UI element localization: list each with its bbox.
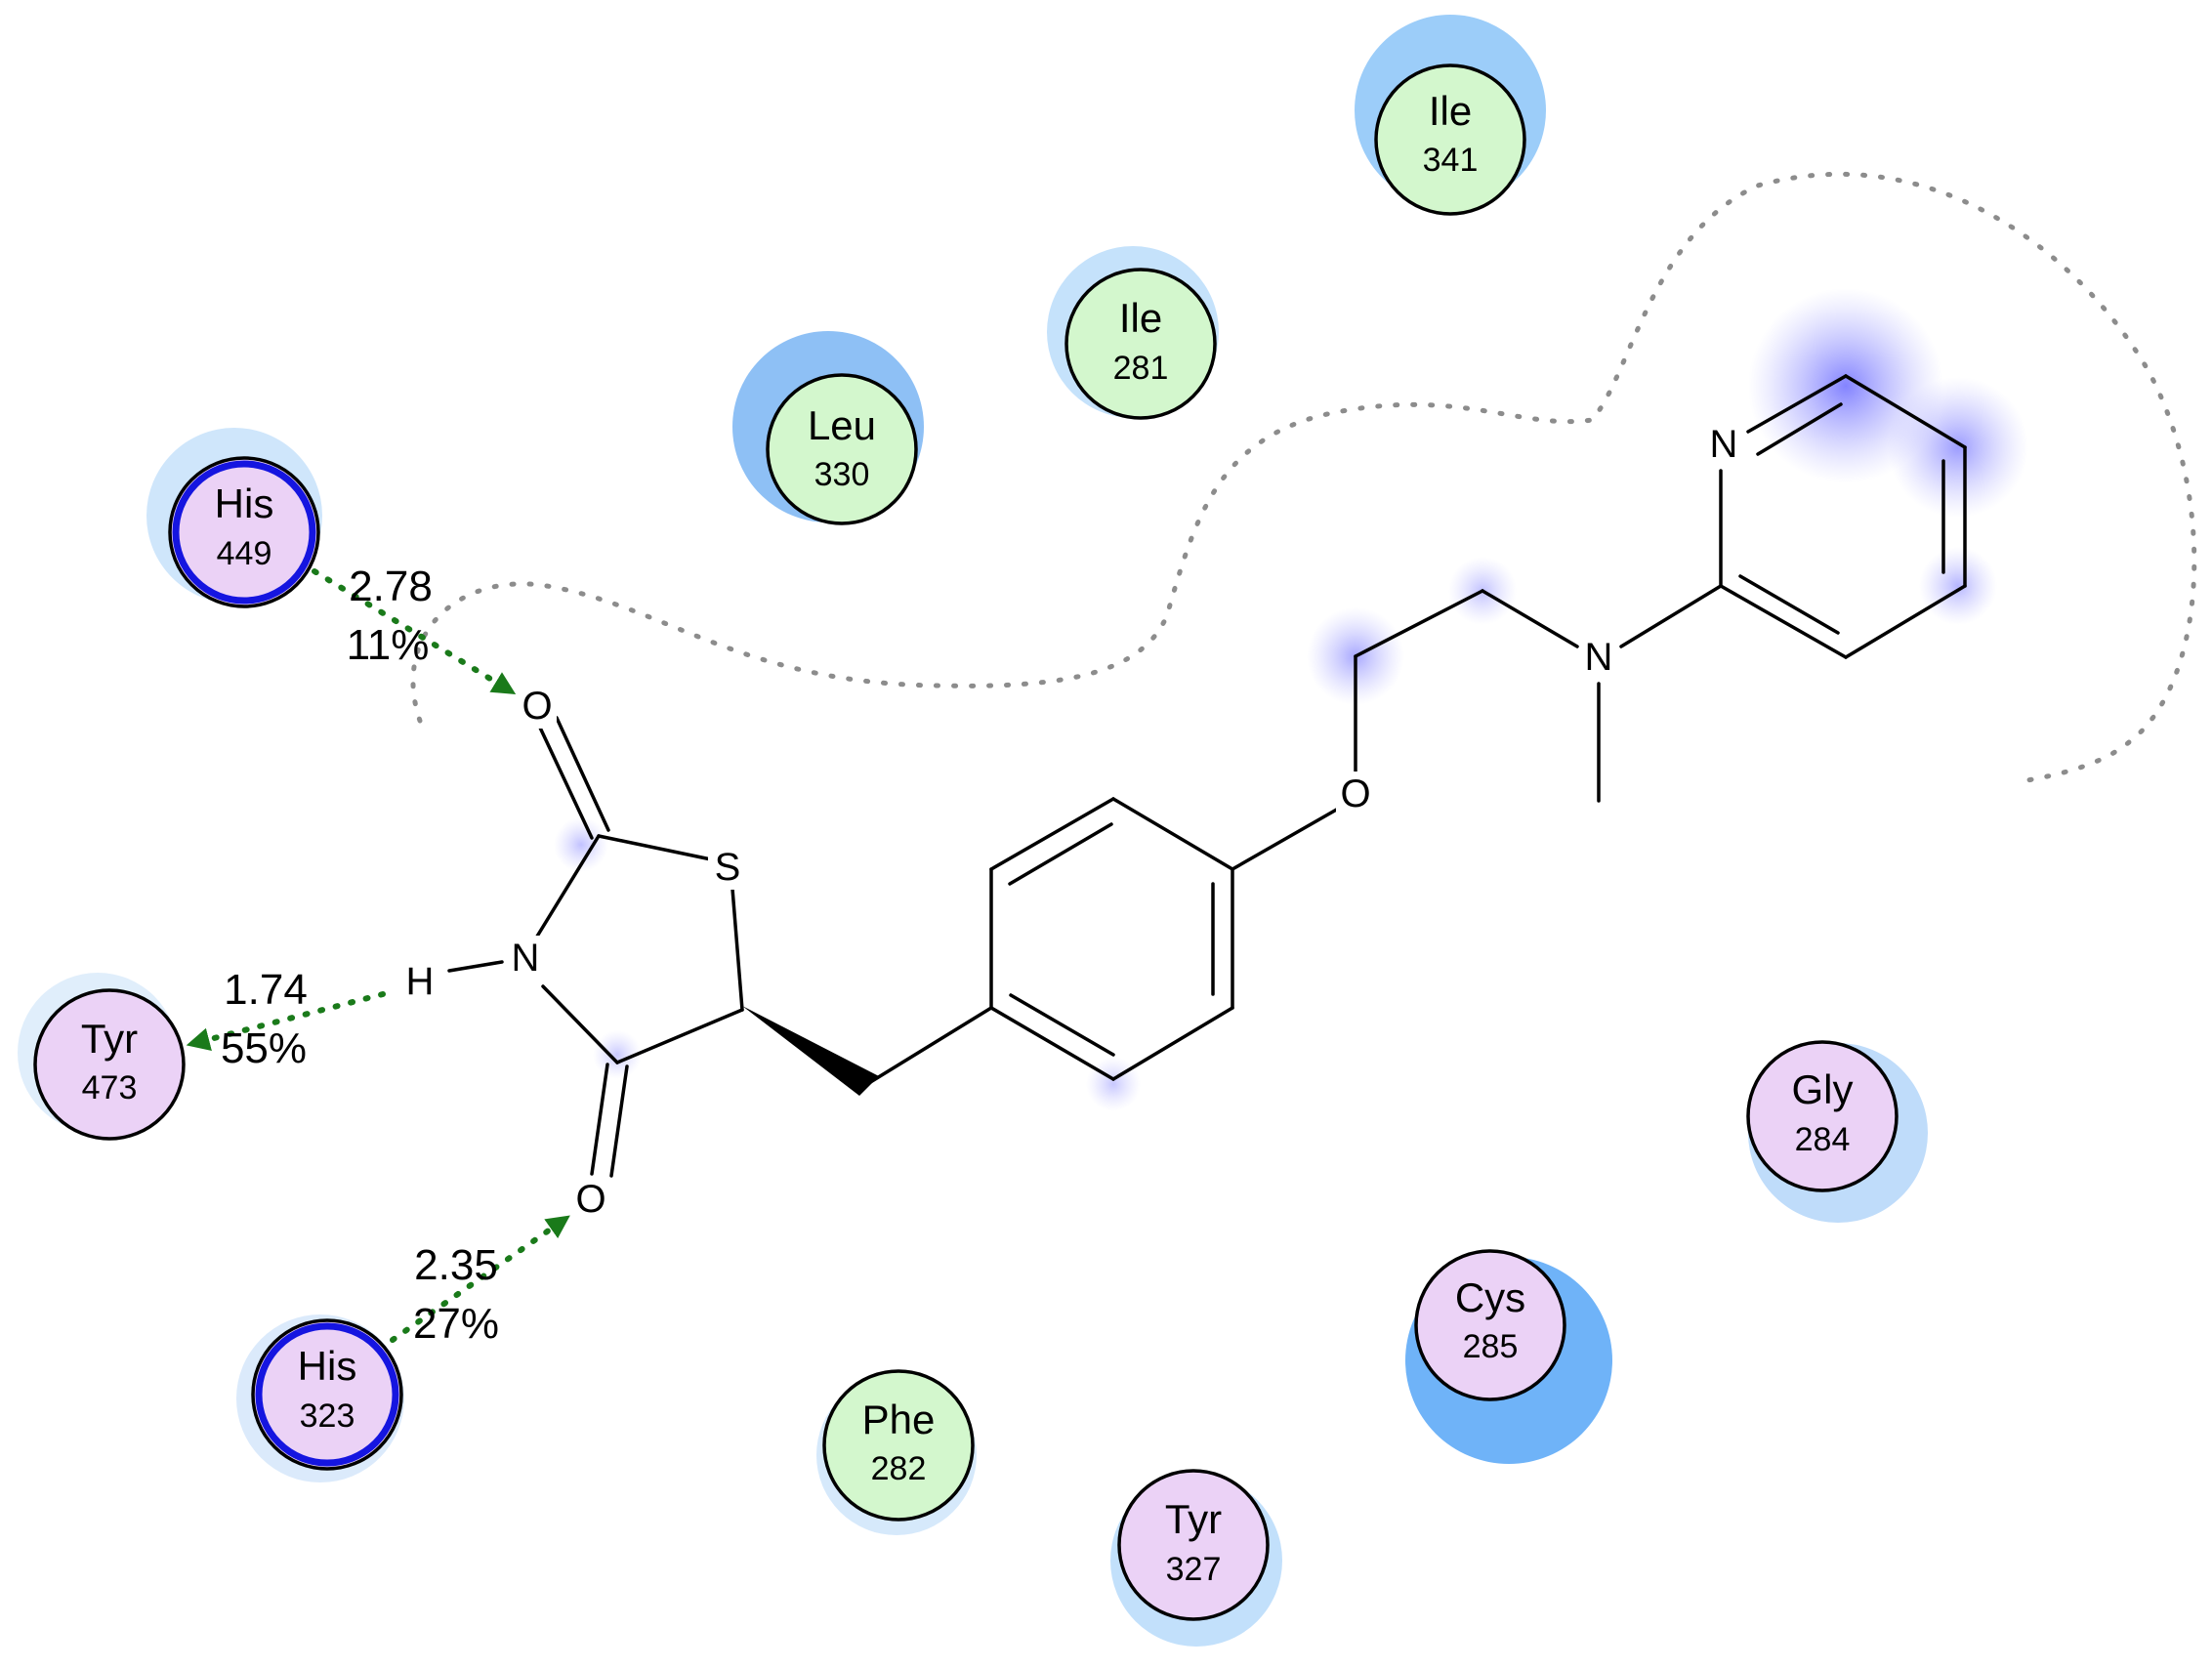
residue-name: Leu bbox=[808, 402, 876, 448]
residue-tyr327: Tyr 327 bbox=[1110, 1469, 1282, 1647]
stereo-wedge-bond bbox=[742, 1006, 879, 1096]
residue-name: Tyr bbox=[81, 1016, 138, 1062]
atom-o-ether: O bbox=[1340, 772, 1370, 815]
residue-his449: His 449 bbox=[146, 428, 322, 608]
residue-number: 285 bbox=[1463, 1328, 1519, 1365]
residue-number: 327 bbox=[1166, 1551, 1222, 1588]
residue-name: Ile bbox=[1119, 295, 1162, 341]
atom-o-carbonyl-1: O bbox=[522, 685, 552, 728]
atom-o-carbonyl-2: O bbox=[575, 1178, 605, 1221]
hbond-occupancy-tyr473: 55% bbox=[221, 1024, 307, 1072]
residue-number: 473 bbox=[82, 1069, 138, 1106]
residue-number: 281 bbox=[1113, 350, 1169, 387]
residue-ile341: Ile 341 bbox=[1355, 15, 1546, 216]
residue-name: His bbox=[215, 480, 274, 526]
residue-name: Gly bbox=[1792, 1066, 1854, 1112]
hbond-occupancy-his449: 11% bbox=[347, 621, 430, 669]
residue-tyr473: Tyr 473 bbox=[18, 973, 186, 1141]
residue-name: Tyr bbox=[1165, 1496, 1222, 1542]
hbond-line-tyr473 bbox=[186, 991, 386, 1051]
residue-number: 341 bbox=[1423, 142, 1479, 179]
residue-phe282: Phe 282 bbox=[816, 1369, 977, 1535]
residue-name: Phe bbox=[862, 1397, 936, 1442]
binding-pocket-outline bbox=[410, 171, 2197, 784]
residue-gly284: Gly 284 bbox=[1746, 1040, 1928, 1223]
residue-number: 323 bbox=[300, 1398, 355, 1435]
hbond-lines bbox=[186, 568, 570, 1343]
hbond-line-his449 bbox=[312, 568, 517, 695]
residue-name: Cys bbox=[1455, 1274, 1525, 1320]
atom-n-imide: N bbox=[512, 937, 540, 980]
ligand-bonds bbox=[447, 374, 1967, 1178]
residue-number: 449 bbox=[217, 535, 272, 572]
residue-leu330: Leu 330 bbox=[732, 331, 924, 525]
hbond-labels: 2.78 11% 1.74 55% 2.35 27% bbox=[221, 563, 499, 1348]
atom-n-pyridine: N bbox=[1710, 423, 1738, 466]
hbond-distance-his449: 2.78 bbox=[349, 563, 433, 610]
residue-his323: His 323 bbox=[236, 1314, 404, 1482]
residue-number: 282 bbox=[871, 1450, 927, 1487]
residue-cys285: Cys 285 bbox=[1405, 1249, 1612, 1464]
hbond-distance-tyr473: 1.74 bbox=[224, 966, 308, 1014]
hbond-occupancy-his323: 27% bbox=[413, 1300, 499, 1348]
atom-s: S bbox=[715, 846, 741, 889]
residue-number: 284 bbox=[1795, 1121, 1851, 1158]
hbond-distance-his323: 2.35 bbox=[414, 1241, 498, 1289]
atom-n-amine: N bbox=[1585, 636, 1613, 679]
ligand-atom-labels: O S N H O O N N bbox=[400, 423, 1738, 1222]
residue-number: 330 bbox=[814, 456, 870, 493]
residue-name: His bbox=[298, 1343, 357, 1389]
atom-h: H bbox=[406, 960, 435, 1003]
residue-ile281: Ile 281 bbox=[1047, 246, 1219, 420]
hbond-line-his323 bbox=[390, 1215, 570, 1343]
residue-name: Ile bbox=[1429, 88, 1472, 134]
